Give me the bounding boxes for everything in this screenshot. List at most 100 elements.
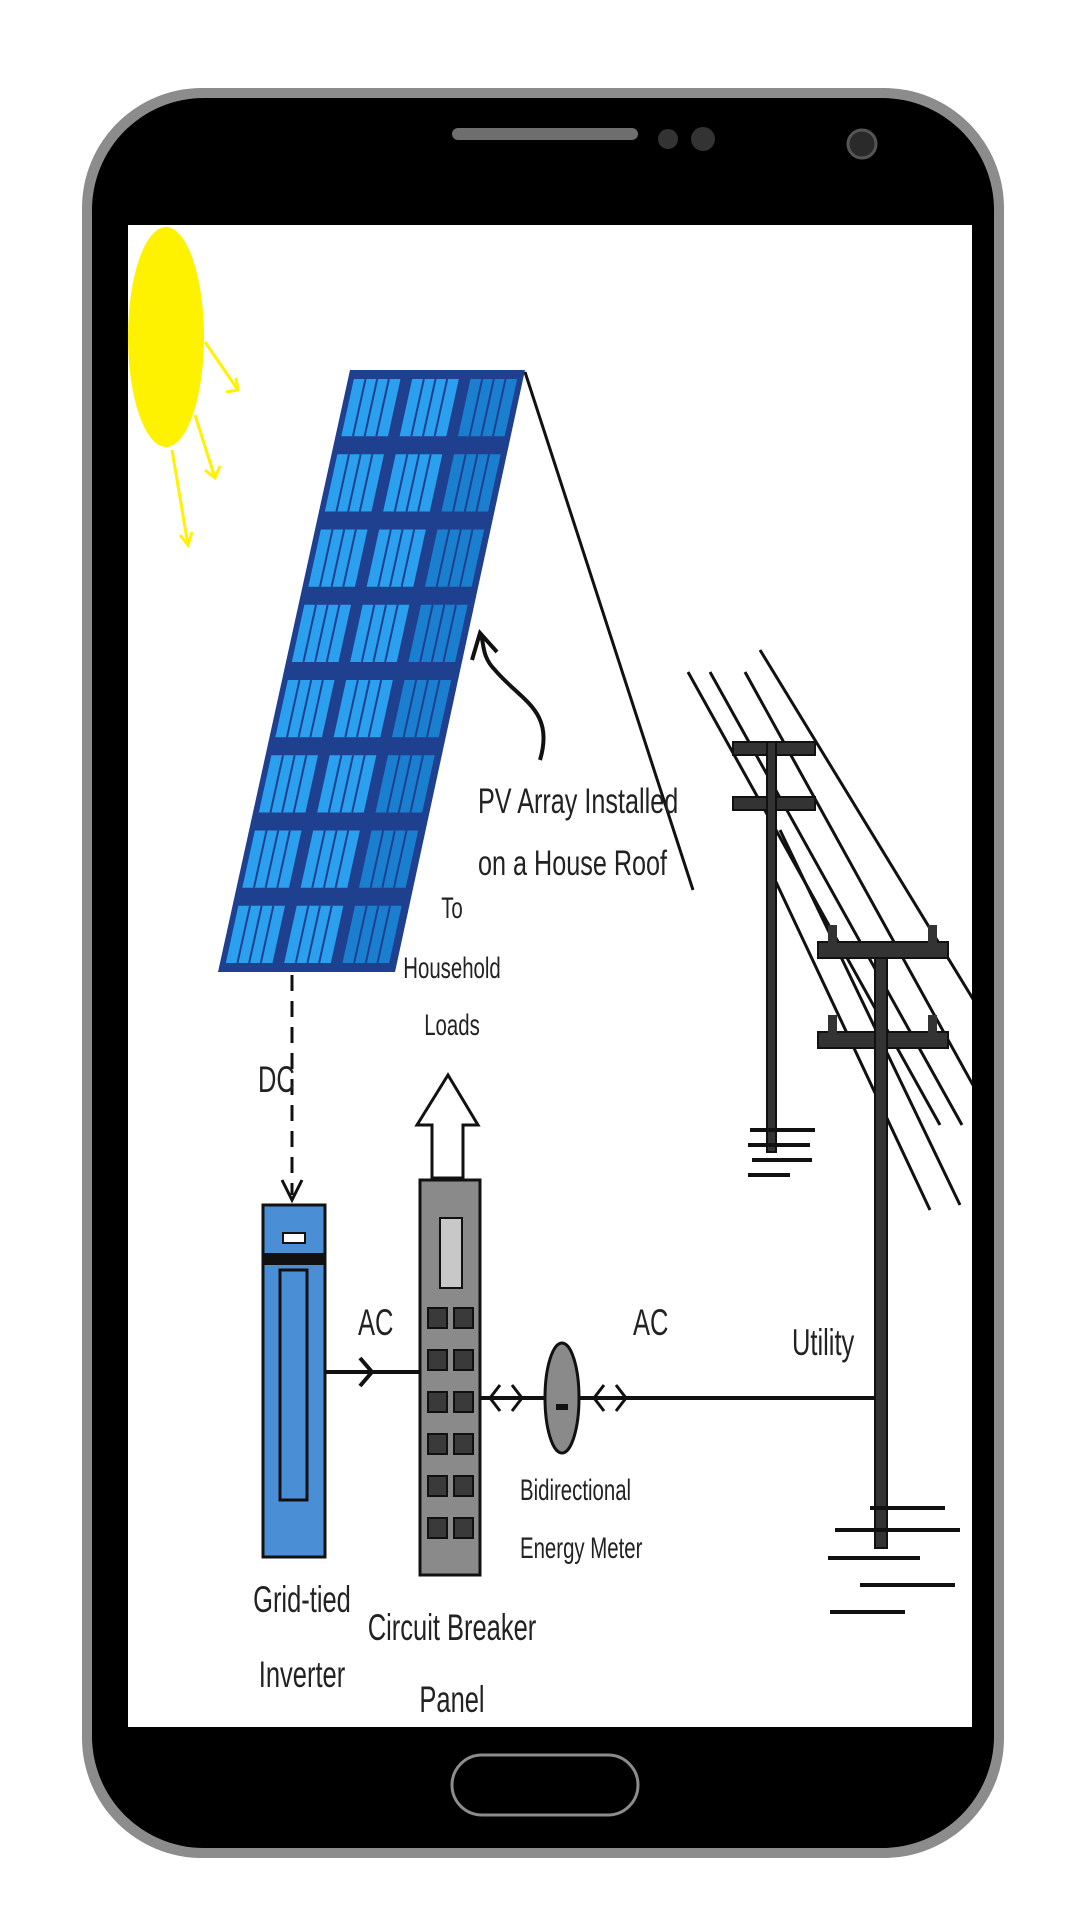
pv-cell-stripe xyxy=(318,905,333,964)
pv-cell-stripe xyxy=(286,679,301,738)
household-label: Household xyxy=(403,952,501,985)
pv-cell-stripe xyxy=(463,454,479,512)
pv-cell-stripe xyxy=(480,378,495,437)
pv-cell-stripe xyxy=(381,830,396,888)
meter-dial xyxy=(556,1404,568,1410)
sensor-dot xyxy=(691,127,715,151)
pv-cell-stripe xyxy=(430,604,446,663)
pv-cell-stripe xyxy=(377,529,392,587)
front-camera xyxy=(846,128,878,160)
pv-cell-stripe xyxy=(325,604,341,663)
pv-cell-stripe xyxy=(419,604,434,663)
pv-cell-stripe xyxy=(236,905,251,964)
pv-cell-stripe xyxy=(352,378,367,437)
breaker-switch xyxy=(453,1391,474,1413)
dc-label: DC xyxy=(258,1058,295,1100)
ac-arrowhead-left xyxy=(358,1356,375,1388)
breaker-switch xyxy=(427,1391,448,1413)
power-lines xyxy=(686,649,972,1211)
pv-cell-stripe xyxy=(452,454,467,512)
pv-cell-stripe xyxy=(269,755,284,813)
pv-cell-stripe xyxy=(314,604,329,663)
pv-cell-stripe xyxy=(402,679,418,738)
breaker-switch xyxy=(453,1349,474,1371)
pv-cell-stripe xyxy=(426,679,441,738)
pv-cell-stripe xyxy=(292,755,308,813)
pv-cell-stripe xyxy=(347,454,362,512)
pv-cell-stripe xyxy=(369,830,385,888)
pv-cell-stripe xyxy=(400,529,416,587)
pv-cell-stripe xyxy=(297,679,313,738)
pv-cell-stripe xyxy=(309,679,324,738)
breaker-switch xyxy=(427,1433,448,1455)
inverter-label: Inverter xyxy=(259,1653,346,1695)
pv-cell-stripe xyxy=(492,378,507,437)
pv-cell-stripe xyxy=(281,755,296,813)
breaker-label: Panel xyxy=(419,1678,484,1720)
ac-label-right: AC xyxy=(633,1301,668,1343)
sensor-dot xyxy=(658,129,678,149)
breaker-slots xyxy=(427,1307,474,1539)
pv-cell-stripe xyxy=(372,604,387,663)
pv-cell-stripe xyxy=(376,905,391,964)
solar-diagram: PV Array Installed on a House Roof To Ho… xyxy=(128,227,972,1720)
pv-cell-stripe xyxy=(405,454,420,512)
breaker-switch xyxy=(453,1307,474,1329)
speaker-grille xyxy=(452,128,638,140)
pv-cell-stripe xyxy=(327,755,343,813)
pv-cell-stripe xyxy=(335,454,350,512)
home-button[interactable] xyxy=(450,1753,640,1817)
pv-cell-stripe xyxy=(364,905,380,964)
dc-arrowhead xyxy=(280,1179,304,1204)
utility-pole-back xyxy=(732,741,816,1177)
pv-cell-stripe xyxy=(433,378,449,437)
pointer-arrow xyxy=(478,633,546,761)
pv-cell-stripe xyxy=(363,378,379,437)
roof-line xyxy=(523,371,695,891)
household-label: To xyxy=(441,892,463,925)
utility-pole-front xyxy=(817,925,960,1614)
pv-cell-stripe xyxy=(339,755,354,813)
breaker-switch xyxy=(427,1307,448,1329)
pointer-arrowhead xyxy=(470,628,499,661)
sun-icon xyxy=(128,227,204,447)
inverter-slot xyxy=(278,1268,309,1502)
pv-cell-stripe xyxy=(306,905,321,964)
pv-cell-stripe xyxy=(342,529,357,587)
pv-cell-stripe xyxy=(389,529,404,587)
household-label: Loads xyxy=(424,1009,480,1042)
meter-label: Bidirectional xyxy=(520,1474,631,1507)
pv-cell-stripe xyxy=(356,679,371,738)
utility-label: Utility xyxy=(792,1321,854,1363)
breaker-switch xyxy=(453,1517,474,1539)
pv-cell-stripe xyxy=(475,454,490,512)
pv-cell-stripe xyxy=(334,830,350,888)
meter-label: Energy Meter xyxy=(520,1532,643,1565)
bidir-arrow-right xyxy=(614,1384,628,1412)
pv-cell-stripe xyxy=(311,830,326,888)
pv-cell-stripe xyxy=(367,679,383,738)
pv-cell-stripe xyxy=(253,830,268,888)
pv-cell-stripe xyxy=(319,529,334,587)
pv-cell-stripe xyxy=(248,905,263,964)
breaker-switch xyxy=(427,1517,448,1539)
pv-cell-stripe xyxy=(384,604,399,663)
pv-array-label: on a House Roof xyxy=(478,844,667,883)
pv-cells xyxy=(225,378,518,964)
pv-array xyxy=(218,370,525,972)
pv-cell-stripe xyxy=(468,378,484,437)
pv-cell-stripe xyxy=(264,830,280,888)
pv-cell-stripe xyxy=(422,378,437,437)
breaker-switch xyxy=(427,1475,448,1497)
pv-cell-stripe xyxy=(259,905,275,964)
pv-cell-stripe xyxy=(435,529,451,587)
bidir-arrow-left xyxy=(488,1384,502,1412)
pv-cell-stripe xyxy=(358,454,374,512)
pv-cell-stripe xyxy=(393,830,408,888)
bidir-arrow-right xyxy=(592,1384,606,1412)
breaker-main-switch xyxy=(439,1217,463,1289)
breaker-switch xyxy=(453,1475,474,1497)
pv-cell-stripe xyxy=(409,755,424,813)
pv-cell-stripe xyxy=(414,679,429,738)
